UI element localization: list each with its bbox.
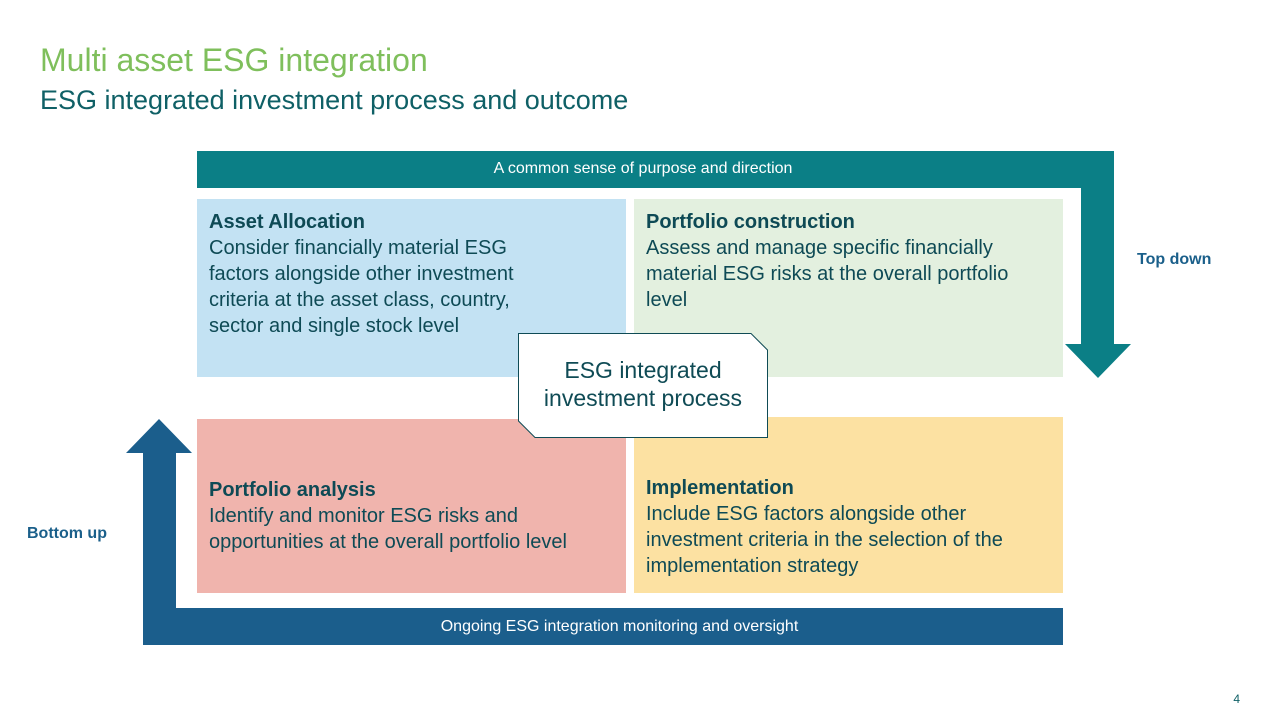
bottom-up-arrow xyxy=(126,419,1063,645)
top-bar-label: A common sense of purpose and direction xyxy=(493,160,793,177)
portfolio-construction-box: Portfolio construction Assess and manage… xyxy=(634,199,1063,377)
center-box-shape xyxy=(518,333,768,438)
portfolio-construction-body: Assess and manage specific financially m… xyxy=(646,237,1009,311)
center-process-box: ESG integrated investment process xyxy=(518,333,768,438)
portfolio-construction-heading: Portfolio construction xyxy=(646,211,855,233)
top-down-arrow xyxy=(197,151,1131,378)
portfolio-analysis-box: Portfolio analysis Identify and monitor … xyxy=(197,419,626,593)
portfolio-analysis-heading: Portfolio analysis xyxy=(209,479,376,501)
portfolio-analysis-body: Identify and monitor ESG risks and oppor… xyxy=(209,505,567,553)
center-process-label: ESG integrated investment process xyxy=(543,357,743,411)
implementation-body: Include ESG factors alongside other inve… xyxy=(646,503,1003,577)
bottom-bar-label: Ongoing ESG integration monitoring and o… xyxy=(440,618,799,635)
page-number: 4 xyxy=(1233,692,1240,706)
page-title: Multi asset ESG integration xyxy=(40,42,428,78)
asset-allocation-body: Consider financially material ESG factor… xyxy=(209,237,514,337)
bottom-up-label: Bottom up xyxy=(27,525,107,542)
asset-allocation-heading: Asset Allocation xyxy=(209,211,365,233)
top-down-label: Top down xyxy=(1137,251,1212,268)
implementation-box: Implementation Include ESG factors along… xyxy=(634,417,1063,593)
implementation-heading: Implementation xyxy=(646,477,794,499)
page-subtitle: ESG integrated investment process and ou… xyxy=(40,85,629,115)
